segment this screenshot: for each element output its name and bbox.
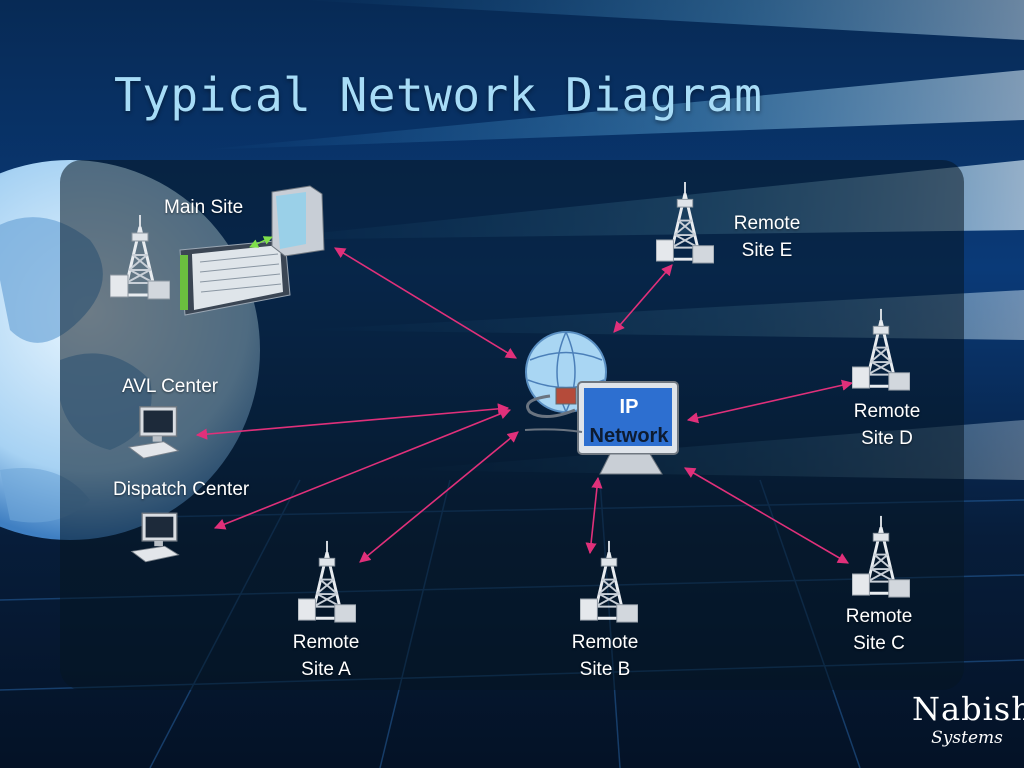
link-avl-center	[195, 403, 510, 440]
logo-subtitle: Systems	[931, 728, 1003, 748]
label-dispatch-center: Dispatch Center	[113, 479, 250, 500]
link-remote-site-b	[585, 476, 603, 555]
link-main-site	[334, 247, 517, 359]
server-rack-icon	[179, 239, 291, 316]
label-ip-network: IP Network	[570, 393, 688, 451]
network-links	[195, 247, 854, 564]
radio-tower-icon	[852, 308, 910, 392]
label-avl-center: AVL Center	[122, 376, 219, 397]
label-main-site: Main Site	[164, 197, 244, 218]
workstation-icon	[128, 406, 180, 459]
radio-tower-icon	[656, 182, 714, 264]
ip-network-line2: Network	[589, 425, 669, 447]
link-remote-site-e	[613, 264, 673, 333]
logo-brand: Nabishi	[912, 690, 1024, 728]
main-site-local-link	[249, 236, 273, 248]
ip-network-line1: IP	[619, 396, 639, 418]
network-computer-icon	[524, 331, 679, 475]
radio-tower-icon	[298, 540, 356, 624]
link-remote-site-c	[684, 467, 849, 564]
server-tower-icon	[271, 185, 325, 257]
link-dispatch-center	[213, 408, 512, 530]
radio-tower-icon	[580, 540, 638, 624]
radio-tower-icon	[852, 515, 910, 599]
link-remote-site-a	[359, 431, 519, 563]
workstation-icon	[131, 512, 180, 563]
link-remote-site-d	[686, 379, 854, 424]
radio-tower-icon	[110, 215, 170, 300]
slide-title: Typical Network Diagram	[114, 68, 763, 122]
company-logo: Nabishi Systems	[912, 690, 1024, 748]
